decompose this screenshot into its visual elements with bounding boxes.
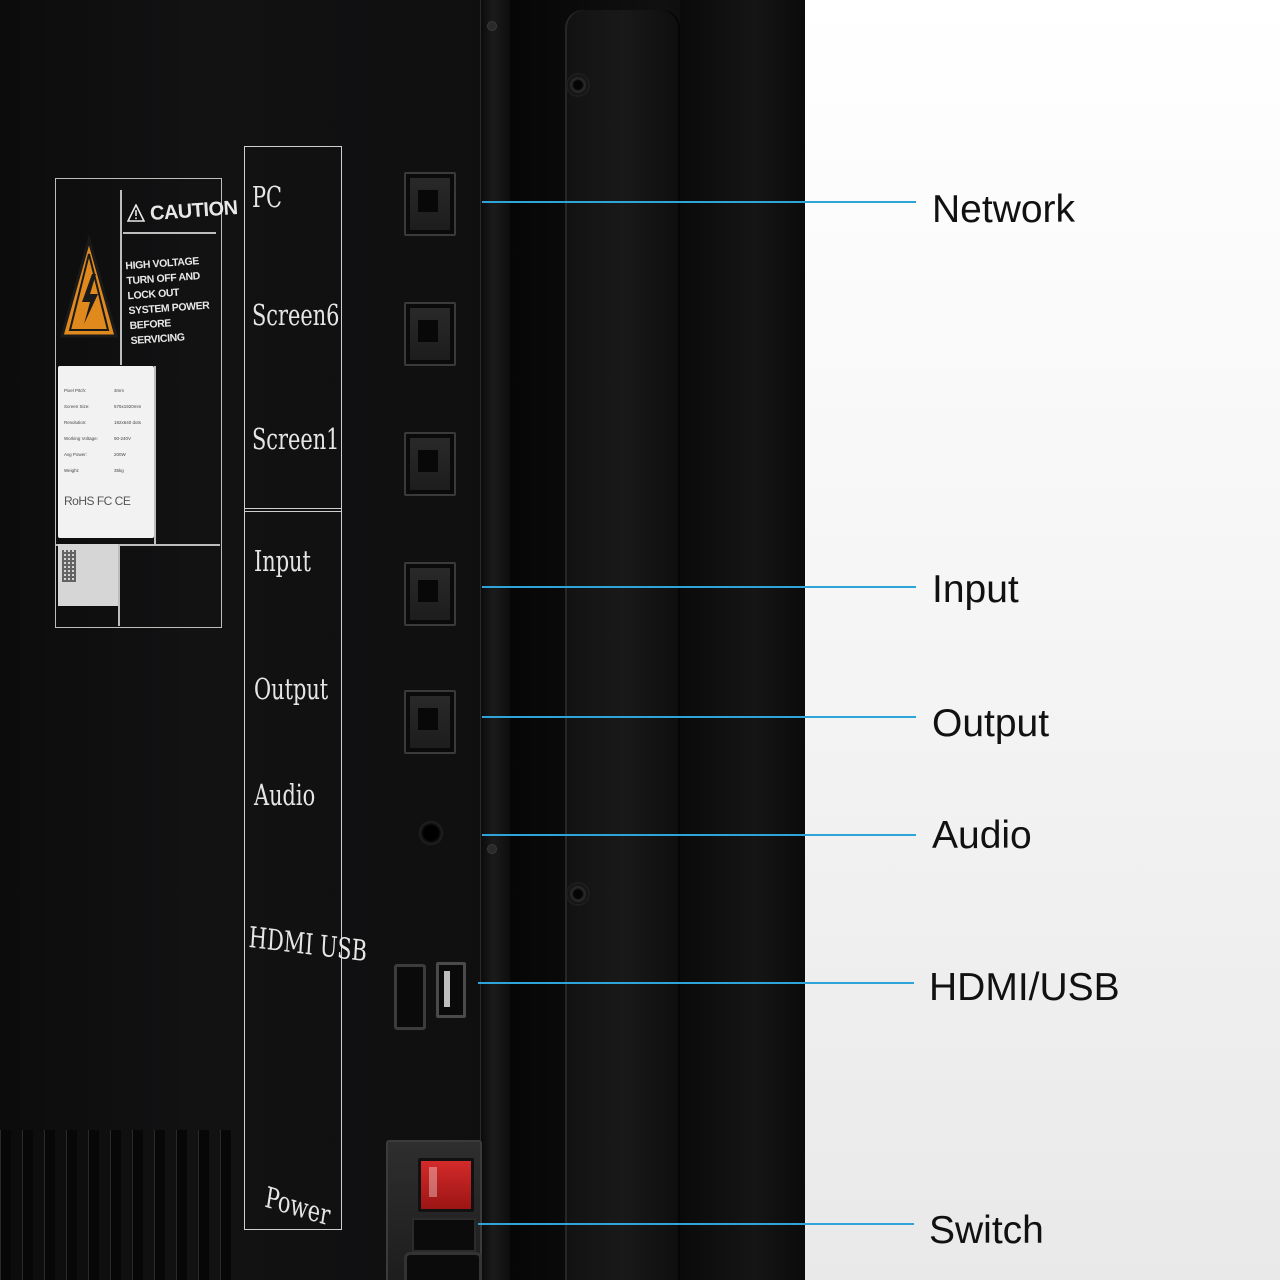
callout-line-input <box>482 586 916 588</box>
callout-hdmi-usb: HDMI/USB <box>929 966 1120 1009</box>
high-voltage-warning-icon <box>60 234 118 338</box>
vents <box>0 1130 240 1280</box>
label-divider <box>118 544 120 626</box>
port-label-box-io <box>244 508 342 1230</box>
frame-outer <box>680 0 805 1280</box>
label-divider <box>123 232 216 234</box>
callout-line-switch <box>478 1223 914 1225</box>
caution-triangle-icon <box>127 204 145 222</box>
label-output: Output <box>254 672 329 706</box>
callout-switch: Switch <box>929 1209 1044 1252</box>
callout-output: Output <box>932 702 1050 745</box>
label-input: Input <box>254 544 311 578</box>
label-audio: Audio <box>254 778 316 812</box>
spec-value: 35kg <box>114 468 124 473</box>
spec-key: Screen Size: <box>64 404 90 409</box>
spec-key: Avg Power: <box>64 452 87 457</box>
spec-value: 200W <box>114 452 126 457</box>
callout-input: Input <box>932 568 1019 611</box>
qr-code-sticker <box>58 544 118 606</box>
small-screw-mid <box>488 845 496 853</box>
rj45-port-pc[interactable] <box>404 172 456 236</box>
callout-line-output <box>482 716 916 718</box>
background <box>800 0 1280 1280</box>
power-switch[interactable] <box>418 1158 474 1212</box>
spec-value: 576x1920mm <box>114 404 142 409</box>
label-pc: PC <box>252 180 283 214</box>
frame-rail <box>565 10 680 1280</box>
spec-value: 192x640 dots <box>114 420 142 425</box>
usb-port[interactable] <box>436 962 466 1018</box>
screw-top <box>568 75 588 95</box>
fuse-holder <box>412 1218 476 1252</box>
rj45-port-screen1[interactable] <box>404 432 456 496</box>
port-label-box-network <box>244 146 342 512</box>
spec-value: 90-240V <box>114 436 132 441</box>
power-inlet[interactable] <box>404 1252 482 1280</box>
callout-audio: Audio <box>932 814 1032 857</box>
rj45-port-screen6[interactable] <box>404 302 456 366</box>
audio-jack[interactable] <box>418 820 444 846</box>
spec-key: Pixel Pitch: <box>64 388 87 393</box>
caution-label <box>55 178 222 628</box>
label-divider <box>56 544 220 546</box>
small-screw-top <box>488 22 496 30</box>
hdmi-port[interactable] <box>394 964 426 1030</box>
qr-code-icon <box>62 550 76 582</box>
callout-line-network <box>482 201 916 203</box>
rj45-port-output[interactable] <box>404 690 456 754</box>
label-screen6: Screen6 <box>252 298 340 332</box>
spec-key: Resolution: <box>64 420 87 425</box>
spec-card: Pixel Pitch: 3mm Screen Size: 576x1920mm… <box>58 366 154 538</box>
callout-network: Network <box>932 188 1076 231</box>
spec-key: Weight: <box>64 468 80 473</box>
callout-line-hdmi-usb <box>478 982 914 984</box>
caution-warning-text: HIGH VOLTAGE TURN OFF AND LOCK OUT SYSTE… <box>125 255 210 348</box>
label-screen1: Screen1 <box>252 422 340 456</box>
spec-value: 3mm <box>114 388 124 393</box>
callout-line-audio <box>482 834 916 836</box>
panel-edge <box>480 0 511 1280</box>
rj45-port-input[interactable] <box>404 562 456 626</box>
screw-bottom <box>568 884 588 904</box>
certification-marks: RoHS FC CE <box>64 494 131 508</box>
label-divider <box>120 190 122 365</box>
label-divider <box>154 366 156 544</box>
spec-key: Working Voltage: <box>64 436 98 441</box>
